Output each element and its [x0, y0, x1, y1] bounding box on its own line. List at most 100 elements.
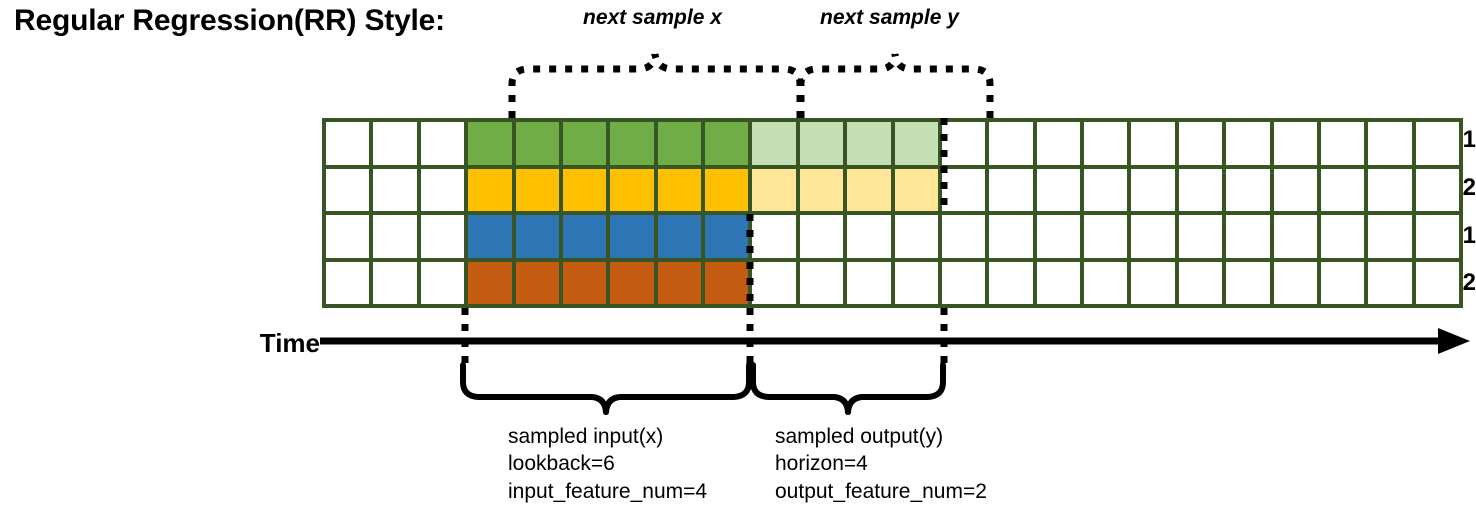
grid-cell: [989, 261, 1033, 304]
grid-cell: [799, 168, 844, 211]
grid-cell: [752, 215, 796, 258]
grid-cell: [752, 168, 796, 211]
grid-cell: [1273, 168, 1317, 211]
grid-cell: [468, 168, 512, 211]
grid-cell: [326, 122, 370, 165]
grid-cell: [799, 215, 844, 258]
grid-cell: [894, 122, 938, 165]
grid-cell: [941, 261, 986, 304]
grid-cell: [705, 122, 749, 165]
grid-cell: [1368, 122, 1412, 165]
caption-input-line-2: lookback=6: [508, 452, 615, 476]
grid-cell: [1368, 261, 1412, 304]
page-title: Regular Regression(RR) Style:: [14, 4, 445, 37]
caption-output-line-3: output_feature_num=2: [775, 479, 987, 503]
grid-cell: [1320, 215, 1365, 258]
grid-cell: [1226, 122, 1270, 165]
grid-cell: [562, 261, 607, 304]
grid-cell: [1178, 261, 1223, 304]
grid-cell: [515, 168, 559, 211]
grid-cell: [894, 215, 938, 258]
grid-cell: [799, 261, 844, 304]
grid-cell: [847, 215, 891, 258]
grid-cell: [894, 168, 938, 211]
grid-cell: [989, 122, 1033, 165]
grid-cell: [420, 215, 465, 258]
grid-cell: [1036, 168, 1080, 211]
grid-cell: [847, 168, 891, 211]
grid-cell: [420, 122, 465, 165]
grid-cell: [1368, 215, 1412, 258]
caption-input-line-1: sampled input(x): [508, 425, 664, 448]
grid-cell: [705, 215, 749, 258]
grid-cell: [1178, 215, 1223, 258]
grid-cell: [610, 122, 654, 165]
timeline-grid: [322, 118, 1463, 308]
grid-cell: [989, 215, 1033, 258]
grid-cell: [1131, 122, 1175, 165]
grid-cell: [1273, 261, 1317, 304]
grid-cell: [1084, 215, 1128, 258]
time-axis-label: Time: [259, 328, 320, 358]
grid-cell: [847, 122, 891, 165]
grid-cell: [1226, 261, 1270, 304]
grid-cell: [1131, 215, 1175, 258]
grid-cell: [941, 122, 986, 165]
grid-cell: [562, 168, 607, 211]
grid-cell: [1320, 261, 1365, 304]
caption-output-line-2: horizon=4: [775, 452, 868, 476]
grid-cell: [326, 215, 370, 258]
grid-cell: [373, 168, 417, 211]
grid-cell: [1036, 215, 1080, 258]
grid-cell: [373, 215, 417, 258]
grid-cell: [1036, 122, 1080, 165]
grid-cell: [1273, 215, 1317, 258]
grid-cell: [1415, 122, 1459, 165]
grid-cell: [1131, 168, 1175, 211]
grid-cell: [515, 215, 559, 258]
grid-cell: [657, 122, 701, 165]
grid-cell: [847, 261, 891, 304]
grid-cell: [705, 168, 749, 211]
grid-cell: [1084, 122, 1128, 165]
grid-cell: [1368, 168, 1412, 211]
grid-cell: [989, 168, 1033, 211]
caption-sampled-output: sampled output(y) horizon=4 output_featu…: [775, 423, 987, 505]
grid-cell: [705, 261, 749, 304]
grid-cell: [326, 261, 370, 304]
grid-cell: [420, 168, 465, 211]
grid-cell: [1320, 168, 1365, 211]
caption-sampled-input: sampled input(x) lookback=6 input_featur…: [508, 423, 707, 505]
grid-cell: [752, 122, 796, 165]
caption-input-line-3: input_feature_num=4: [508, 479, 708, 503]
grid-cell: [941, 215, 986, 258]
label-next-sample-y: next sample y: [820, 6, 959, 29]
grid-cell: [610, 168, 654, 211]
grid-cell: [1415, 168, 1459, 211]
grid-cell: [1131, 261, 1175, 304]
grid-cell: [610, 215, 654, 258]
grid-cell: [657, 168, 701, 211]
grid-cell: [941, 168, 986, 211]
grid-cell: [1226, 215, 1270, 258]
grid-cell: [1178, 122, 1223, 165]
grid-cell: [1415, 261, 1459, 304]
grid-cell: [894, 261, 938, 304]
grid-cell: [373, 261, 417, 304]
grid-cell: [420, 261, 465, 304]
grid-cell: [515, 122, 559, 165]
grid-cell: [326, 168, 370, 211]
grid-cell: [1036, 261, 1080, 304]
grid-cell: [752, 261, 796, 304]
grid-cell: [799, 122, 844, 165]
grid-cell: [610, 261, 654, 304]
grid-cell: [562, 122, 607, 165]
grid-cell: [657, 261, 701, 304]
grid-cell: [1178, 168, 1223, 211]
grid-cell: [1273, 122, 1317, 165]
grid-cell: [373, 122, 417, 165]
grid-cell: [468, 261, 512, 304]
caption-output-line-1: sampled output(y): [775, 425, 944, 448]
grid-cell: [515, 261, 559, 304]
